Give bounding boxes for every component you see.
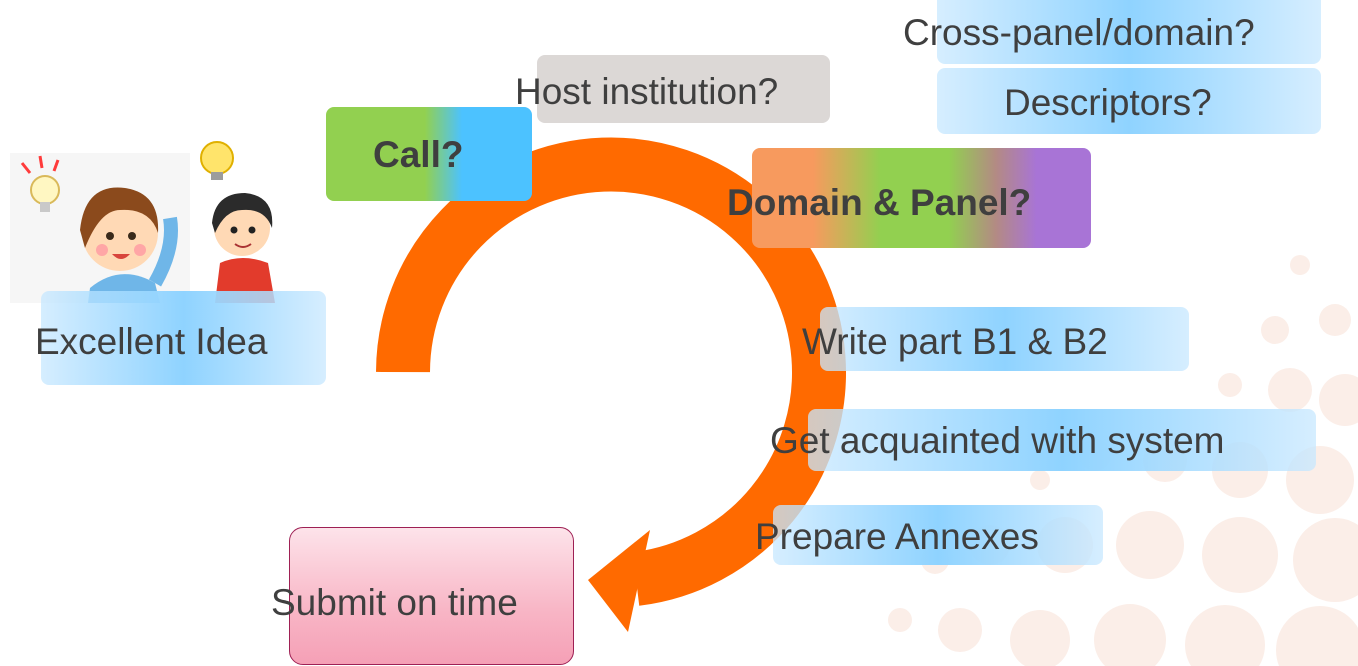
submit-label: Submit on time bbox=[271, 582, 518, 623]
submit-box bbox=[289, 527, 574, 665]
excellent-idea-label: Excellent Idea bbox=[35, 321, 268, 362]
domain-panel-box bbox=[752, 148, 1091, 248]
cycle-arrow-body bbox=[376, 137, 846, 606]
cross-panel-label: Cross-panel/domain? bbox=[903, 12, 1255, 53]
cycle-arrow-head bbox=[588, 530, 650, 632]
annexes-label: Prepare Annexes bbox=[755, 516, 1039, 557]
acquainted-label: Get acquainted with system bbox=[770, 420, 1225, 461]
acquainted-box bbox=[808, 409, 1316, 471]
cross-panel-box bbox=[937, 0, 1321, 64]
call-label: Call? bbox=[373, 134, 464, 175]
annexes-box bbox=[773, 505, 1103, 565]
lightbulb-icon bbox=[20, 155, 60, 212]
domain-panel-label: Domain & Panel? bbox=[727, 182, 1032, 223]
call-box bbox=[326, 107, 532, 201]
host-institution-box bbox=[537, 55, 830, 123]
descriptors-label: Descriptors? bbox=[1004, 82, 1212, 123]
excellent-idea-box bbox=[41, 291, 326, 385]
write-part-label: Write part B1 & B2 bbox=[802, 321, 1108, 362]
lightbulb-icon bbox=[200, 141, 234, 180]
write-part-box bbox=[820, 307, 1189, 371]
thinking-people-illustration bbox=[10, 141, 275, 303]
host-institution-label: Host institution? bbox=[515, 71, 779, 112]
descriptors-box bbox=[937, 68, 1321, 134]
